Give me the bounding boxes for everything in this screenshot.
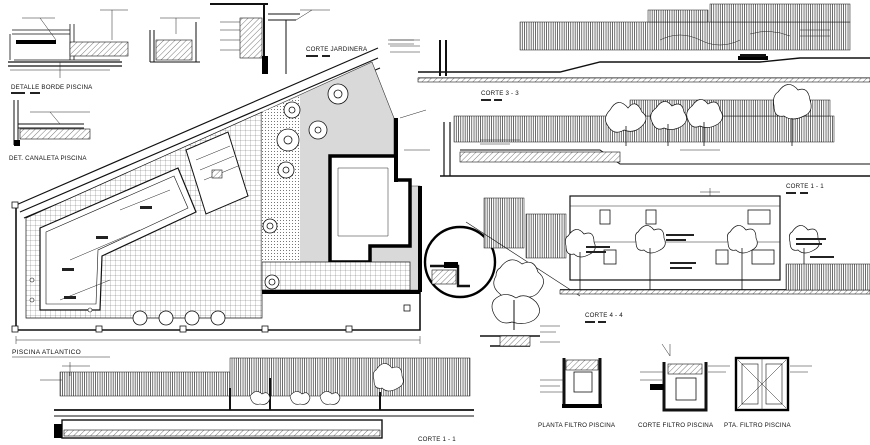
detail-borde-piscina bbox=[8, 9, 129, 78]
detail-planta-filtro bbox=[540, 358, 602, 408]
label-corte-filtro: CORTE FILTRO PISCINA bbox=[638, 422, 714, 429]
detail-pta-filtro bbox=[734, 356, 812, 412]
label-canaleta: DET. CANALETA PISCINA bbox=[9, 155, 87, 162]
section-corte-4-4 bbox=[480, 259, 560, 347]
label-corte-3-3: CORTE 3 - 3 bbox=[481, 90, 519, 97]
label-pta-filtro: PTA. FILTRO PISCINA bbox=[724, 422, 792, 429]
section-corte-1-1-right bbox=[465, 188, 870, 297]
label-corte-jardinera: CORTE JARDINERA bbox=[306, 46, 368, 53]
section-callout-circle bbox=[423, 225, 497, 299]
detail-corte-filtro bbox=[640, 343, 730, 412]
section-corte-3-3 bbox=[440, 84, 870, 177]
label-detalle-borde: DETALLE BORDE PISCINA bbox=[11, 84, 93, 91]
label-corte-4-4: CORTE 4 - 4 bbox=[585, 312, 623, 319]
label-planta-filtro: PLANTA FILTRO PISCINA bbox=[538, 422, 616, 429]
label-piscina-plan: PISCINA ATLANTICO bbox=[12, 349, 81, 356]
section-top-elevation bbox=[390, 3, 870, 83]
section-corte-1-1-bottom bbox=[40, 357, 474, 439]
label-corte-1-1-top: CORTE 1 - 1 bbox=[786, 183, 824, 190]
label-corte-1-1-bottom: CORTE 1 - 1 bbox=[418, 436, 456, 443]
detail-jardinera bbox=[149, 3, 330, 74]
pool-plan bbox=[11, 39, 430, 344]
detail-canaleta-piscina bbox=[13, 100, 91, 146]
